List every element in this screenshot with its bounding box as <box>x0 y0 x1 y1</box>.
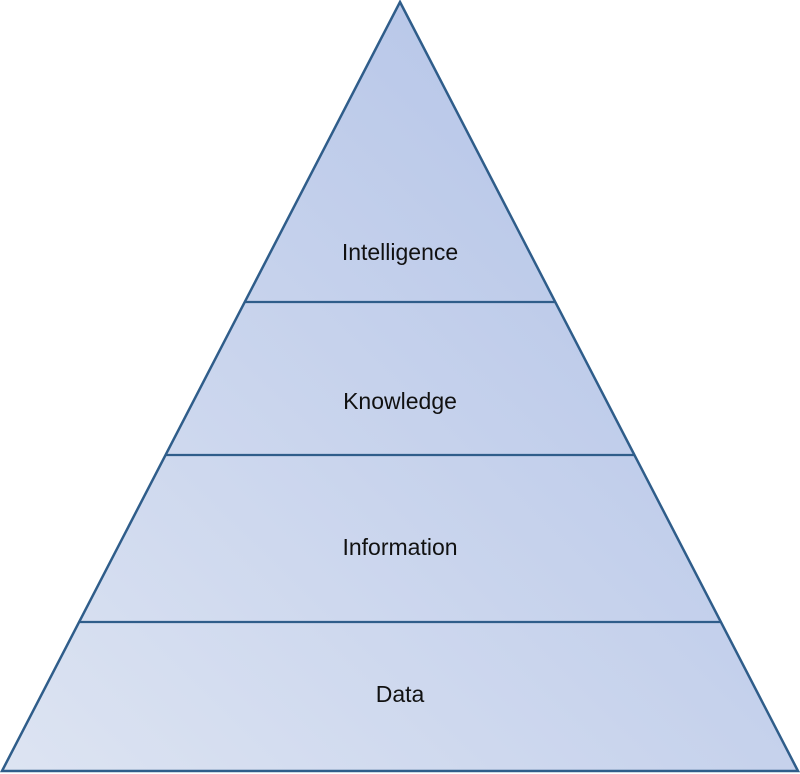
tier-label-information: Information <box>342 534 457 560</box>
tier-label-intelligence: Intelligence <box>342 239 458 265</box>
tier-label-knowledge: Knowledge <box>343 388 457 414</box>
tier-label-data: Data <box>376 681 425 707</box>
